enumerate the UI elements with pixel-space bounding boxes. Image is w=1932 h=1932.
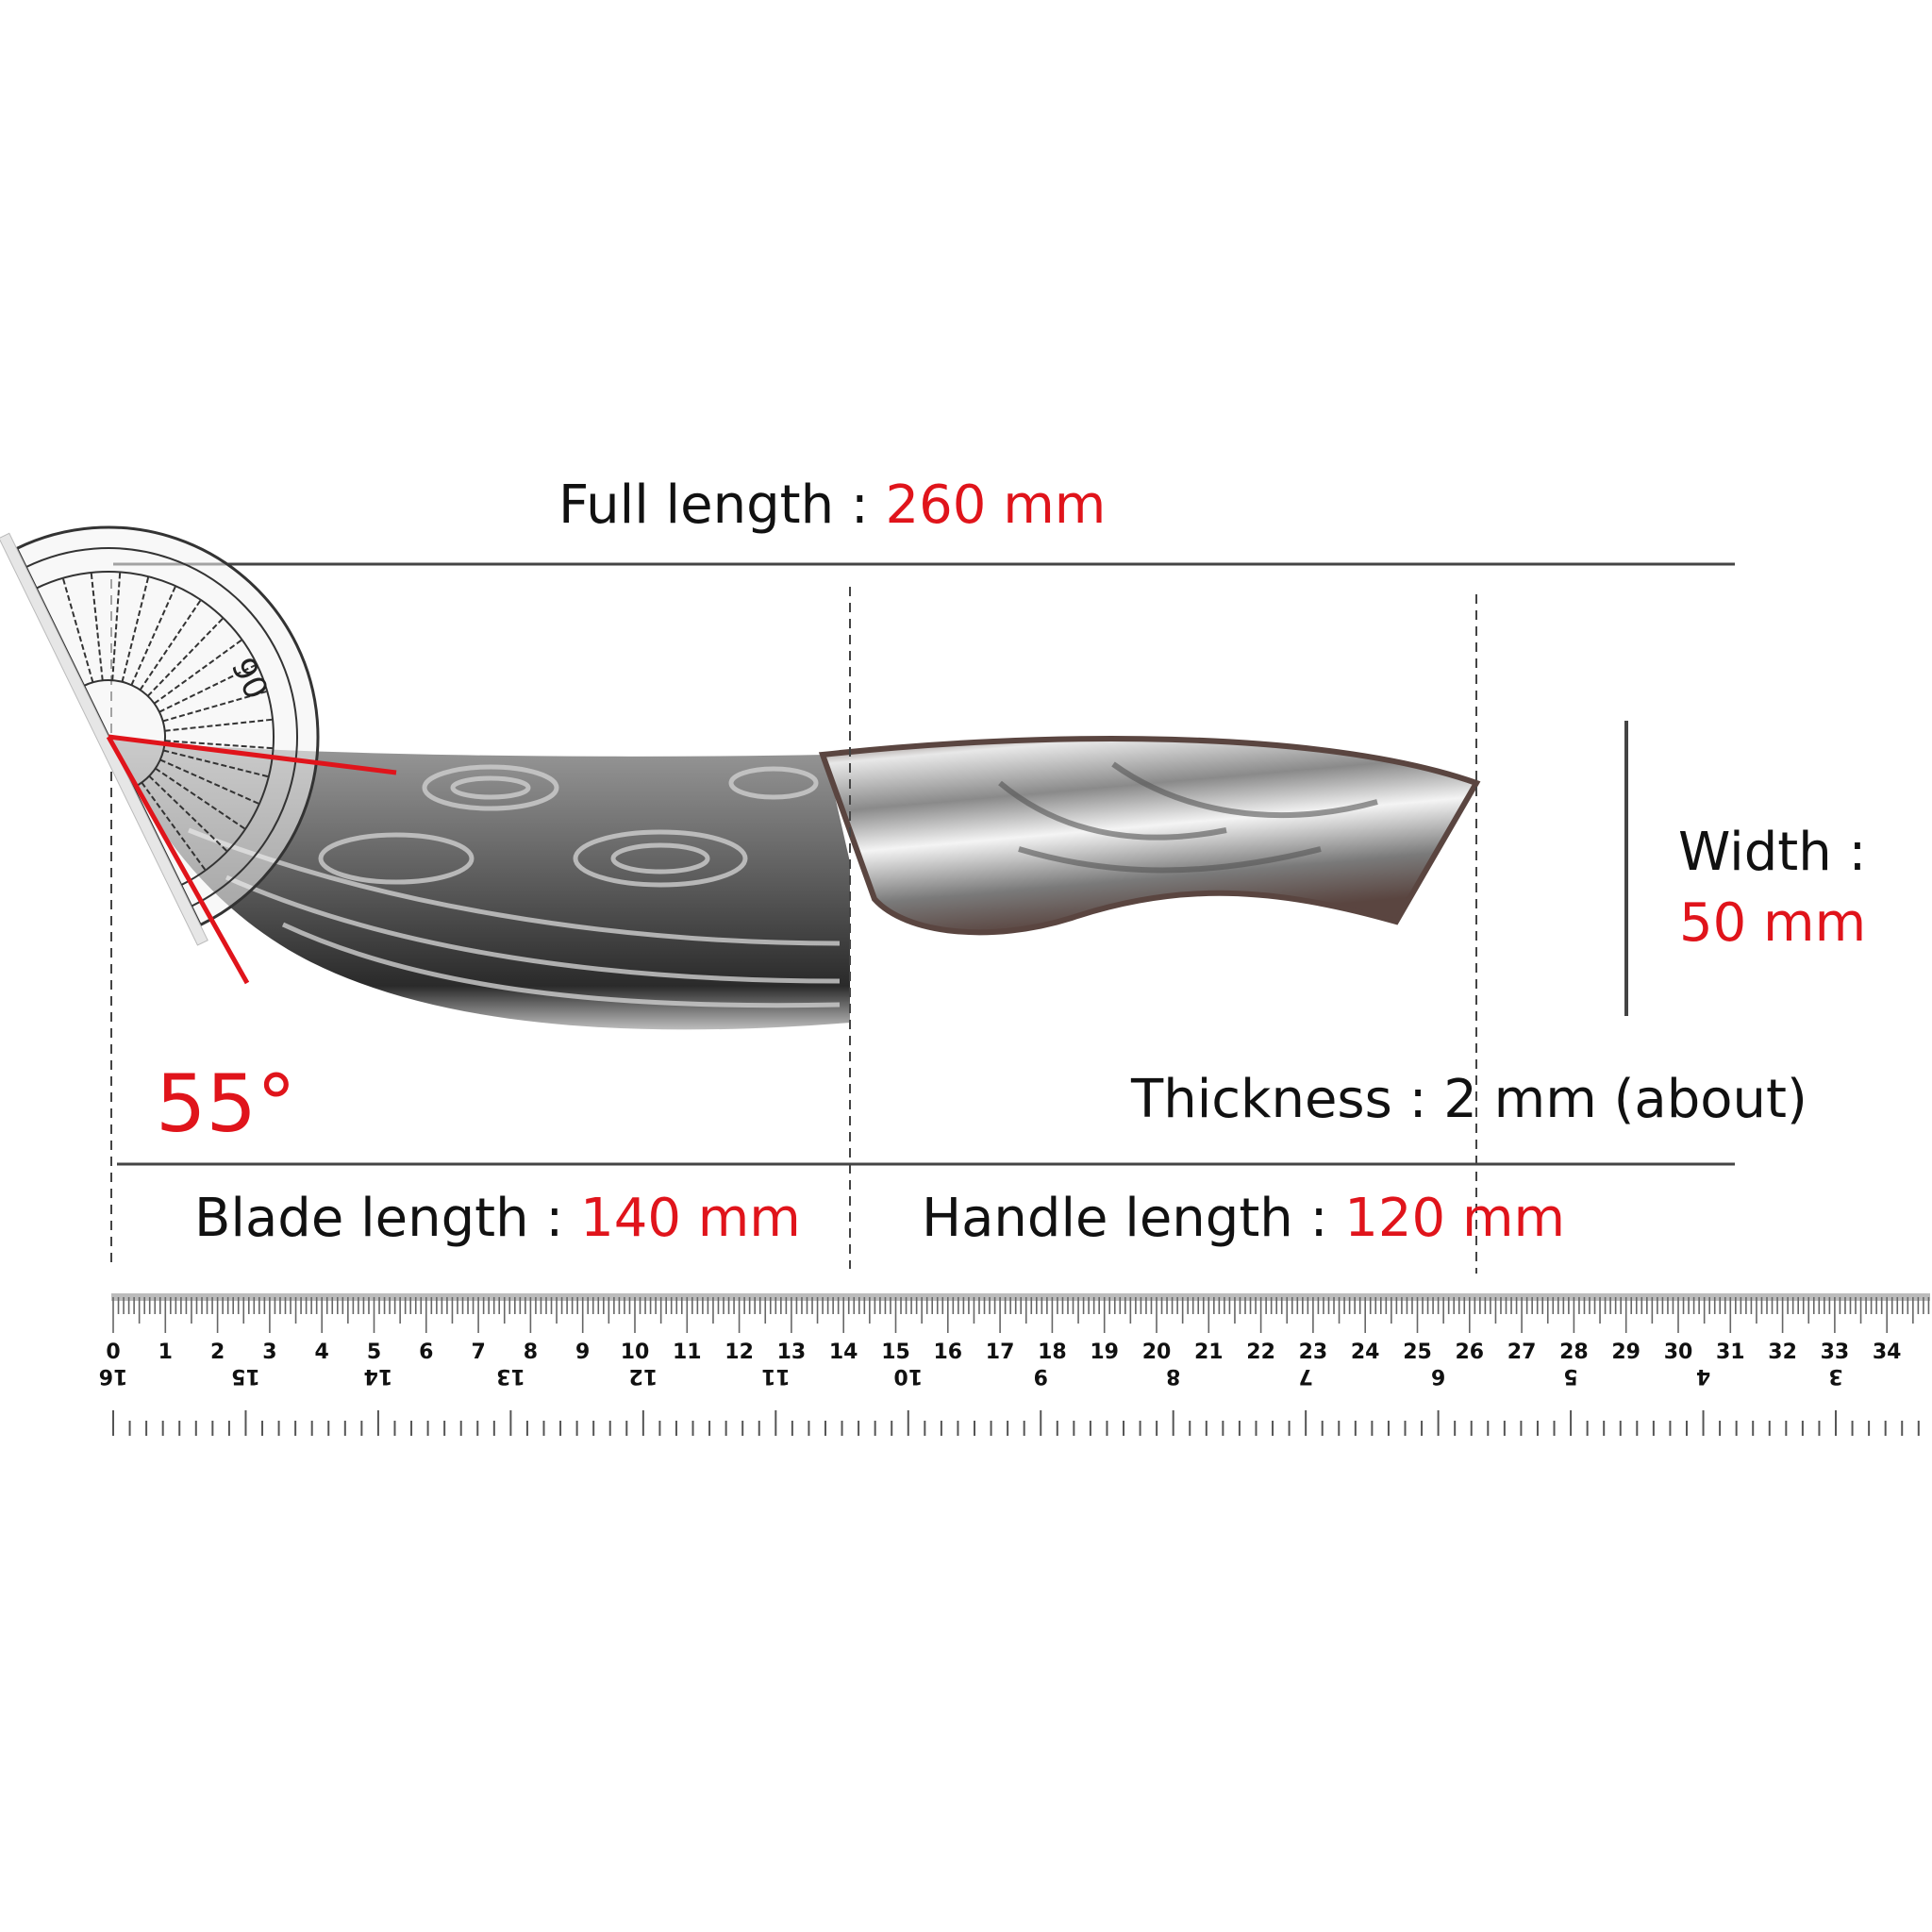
protractor-ray (111, 572, 122, 681)
width-label: Width : (1678, 822, 1867, 883)
ruler-inch-label: 15 (231, 1364, 260, 1388)
ruler-cm-label: 14 (829, 1341, 858, 1364)
protractor-ray (148, 774, 228, 853)
ruler-cm-label: 0 (106, 1341, 120, 1364)
ruler-cm-label: 15 (881, 1341, 910, 1364)
full-length-value: 260 mm (885, 475, 1107, 536)
protractor-ray (146, 617, 225, 697)
ruler-inch-label: 13 (496, 1364, 525, 1388)
ruler-cm-label: 12 (724, 1341, 754, 1364)
ruler-cm-label: 6 (419, 1341, 433, 1364)
angle-line-lower (106, 735, 250, 985)
blade-length-value: 140 mm (580, 1188, 801, 1249)
ruler-cm-label: 16 (933, 1341, 962, 1364)
thickness-text: Thickness : 2 mm (about) (1131, 1069, 1807, 1130)
ruler-cm-label: 13 (777, 1341, 807, 1364)
protractor-ray (139, 599, 202, 691)
ruler-inch-label: 14 (364, 1364, 393, 1388)
handle-length-value: 120 mm (1344, 1188, 1566, 1249)
ruler-inch-label: 3 (1828, 1364, 1842, 1388)
ruler-cm-label: 11 (673, 1341, 702, 1364)
full-length-label: Full length : (558, 475, 886, 536)
ruler-inch-label: 6 (1431, 1364, 1445, 1388)
ruler-cm-label: 18 (1038, 1341, 1067, 1364)
protractor-ray (90, 572, 104, 681)
ruler-cm-label: 34 (1873, 1341, 1902, 1364)
ruler-inch-label: 10 (893, 1364, 923, 1388)
protractor-ray (61, 577, 94, 683)
width-value: 50 mm (1679, 892, 1867, 954)
ruler-inch-label: 4 (1696, 1364, 1710, 1388)
protractor-ray (153, 639, 243, 705)
ruler-cm-label: 27 (1507, 1341, 1537, 1364)
protractor-ray (121, 575, 150, 683)
ruler-inch-label: 5 (1563, 1364, 1577, 1388)
full-length-text: Full length : 260 mm (558, 479, 1106, 532)
protractor-ray (162, 749, 270, 778)
ruler-inch-label: 9 (1034, 1364, 1048, 1388)
ruler-cm-label: 19 (1090, 1341, 1119, 1364)
protractor: 90 (0, 525, 320, 946)
ruler-cm-label: 9 (575, 1341, 590, 1364)
ruler-cm-label: 17 (986, 1341, 1015, 1364)
protractor-ray (141, 781, 207, 872)
ruler-inch-label: 8 (1166, 1364, 1180, 1388)
blade-length-text: Blade length : 140 mm (194, 1192, 801, 1245)
blade-length-label: Blade length : (194, 1188, 581, 1249)
protractor-ray (159, 758, 260, 806)
ruler-cm-label: 7 (471, 1341, 485, 1364)
ruler-cm-label: 32 (1768, 1341, 1797, 1364)
ruler-cm-label: 2 (210, 1341, 225, 1364)
ruler-cm-label: 4 (315, 1341, 329, 1364)
ruler-cm-label: 10 (621, 1341, 650, 1364)
ruler-cm-label: 33 (1821, 1341, 1850, 1364)
handle-length-label: Handle length : (922, 1188, 1345, 1249)
ruler-cm-label: 29 (1611, 1341, 1641, 1364)
angle-line-upper (108, 734, 397, 775)
ruler-cm-label: 24 (1351, 1341, 1380, 1364)
ruler-cm-label: 23 (1299, 1341, 1328, 1364)
handle-length-text: Handle length : 120 mm (922, 1192, 1565, 1245)
ruler-cm-label: 26 (1455, 1341, 1484, 1364)
ruler-cm-label: 30 (1664, 1341, 1693, 1364)
protractor-ray (158, 663, 258, 713)
protractor-ray (130, 585, 177, 686)
ruler-inch-label: 12 (629, 1364, 658, 1388)
ruler-cm-label: 22 (1246, 1341, 1275, 1364)
ruler-cm-label: 20 (1142, 1341, 1172, 1364)
ruler-cm-label: 3 (262, 1341, 276, 1364)
ruler-cm-label: 1 (158, 1341, 173, 1364)
ruler-cm-label: 8 (524, 1341, 538, 1364)
protractor-ray (164, 718, 274, 732)
ruler-cm-label: 31 (1716, 1341, 1745, 1364)
ruler-cm-label: 5 (367, 1341, 381, 1364)
ruler-cm-label: 25 (1403, 1341, 1432, 1364)
protractor-ray (162, 690, 268, 723)
ruler-cm-label: 28 (1559, 1341, 1589, 1364)
ruler-inch-label: 11 (761, 1364, 791, 1388)
protractor-ray (155, 767, 246, 830)
ruler-inch-label: 16 (99, 1364, 128, 1388)
ruler-cm-label: 21 (1194, 1341, 1224, 1364)
angle-value: 55° (156, 1058, 296, 1150)
protractor-ray (164, 740, 274, 750)
ruler-inch-label: 7 (1299, 1364, 1313, 1388)
